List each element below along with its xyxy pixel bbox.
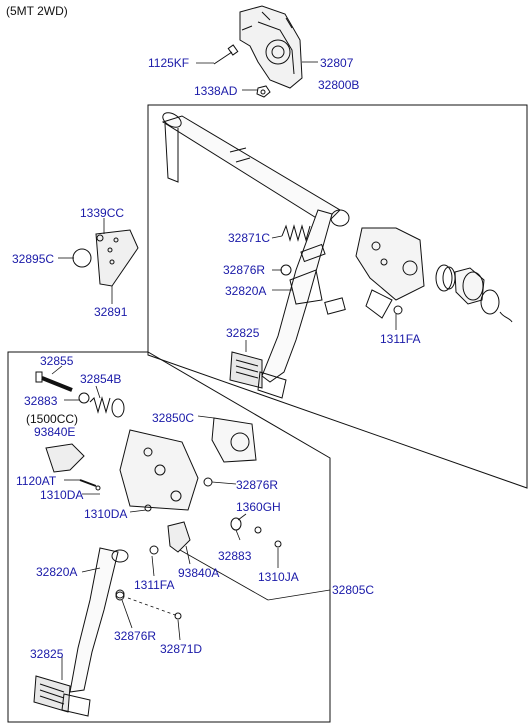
rod-32855 [35,371,90,404]
nut-1338ad [256,85,271,98]
cap-32895c [72,248,92,268]
label-32871c-upper: 32871C [228,231,271,245]
label-32807: 32807 [320,56,354,70]
bolt-1311fa-upper [393,305,403,315]
label-32883-left: 32883 [24,394,58,408]
label-32850c: 32850C [152,411,195,425]
clip-32871d [174,612,182,620]
nut-1310da-2 [144,504,152,512]
bushing-32883-right [230,517,242,531]
label-1338ad: 1338AD [194,84,238,98]
label-32854b: 32854B [80,372,122,386]
bolt-1339cc [96,234,104,242]
bushing-set [435,264,513,323]
label-1339cc: 1339CC [80,206,125,220]
label-32891: 32891 [94,305,128,319]
nut-1310ja [274,540,282,548]
spring-32871c [281,224,311,242]
switch-93840e [45,443,85,473]
label-32820a-upper: 32820A [225,284,267,298]
switch-93840a [167,521,191,553]
stopper-bracket-32891 [95,229,139,287]
bolt-1120at [79,479,101,491]
bushing-32876r-upper [280,264,292,276]
engine-variant-note: (1500CC) [26,412,79,426]
label-32820a-lower: 32820A [36,565,78,579]
label-1310da-2: 1310DA [84,507,128,521]
label-32855: 32855 [40,354,74,368]
label-32883-right: 32883 [218,549,252,563]
label-1311fa-lower: 1311FA [134,578,175,592]
upper-bracket-32807 [239,5,303,89]
spring-32854b [89,396,125,418]
pedal-pad-32825-upper [229,351,287,399]
label-32825-upper: 32825 [226,326,260,340]
bolt-1360gh [254,526,262,534]
pedal-pad-32825-lower [33,675,91,717]
label-1310da-1: 1310DA [40,488,84,502]
label-32876r-mid: 32876R [236,478,279,492]
label-32876r-lower: 32876R [114,629,157,643]
leader-lines [51,61,397,680]
label-32895c: 32895C [12,252,55,266]
label-32871d: 32871D [160,642,203,656]
label-1311fa-upper: 1311FA [380,332,421,346]
label-1120at: 1120AT [16,474,57,488]
bushing-32876r-lower [115,591,125,601]
label-1310ja: 1310JA [258,570,299,584]
label-1360gh: 1360GH [236,500,281,514]
bolt-1311fa-lower [149,545,159,555]
label-1125kf: 1125KF [148,56,190,70]
bolt-1125kf [213,44,239,65]
label-93840a: 93840A [178,566,220,580]
label-32805c: 32805C [332,583,375,597]
pedal-bracket-right [324,227,425,319]
label-32876r-upper: 32876R [223,263,266,277]
lower-bracket-32850c [119,417,257,511]
upper-assembly-frame [147,104,528,489]
lower-pedal-arm-32820a [69,547,129,693]
label-32800b: 32800B [318,78,360,92]
pedal-shaft-32800b [161,112,350,227]
label-93840e: 93840E [34,425,76,439]
diagram-title: (5MT 2WD) [6,4,68,18]
bushing-32876r-mid [203,477,213,487]
label-32825-lower: 32825 [30,647,64,661]
